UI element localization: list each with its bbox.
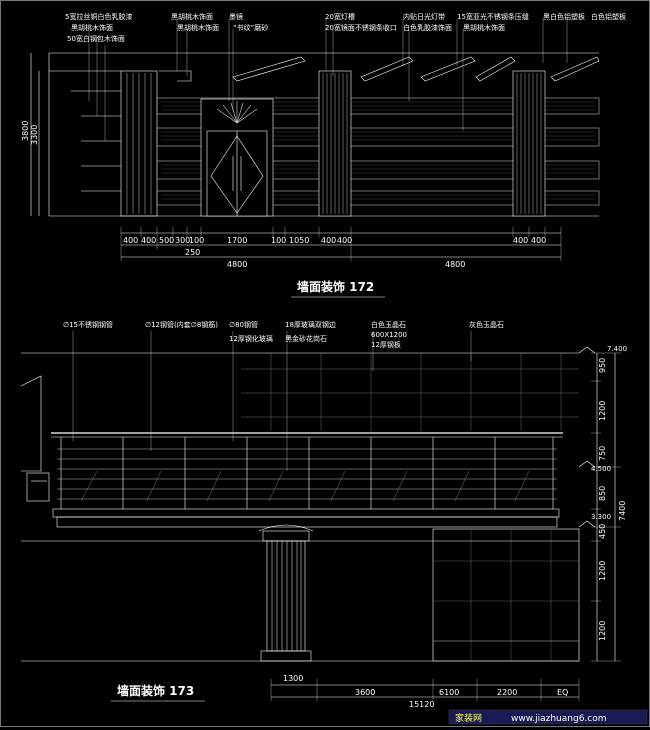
dim-173-b3: 6100 [439, 688, 459, 697]
dim-173-b4: 2200 [497, 688, 517, 697]
dim-172-o1: 250 [185, 248, 200, 257]
note-173-3: ∅80钢管 [229, 320, 258, 329]
dim-173-r2: 1200 [598, 401, 607, 421]
dim-173-total-b: 15120 [409, 700, 434, 709]
dim-172-b6: 1700 [227, 236, 247, 245]
note-172-7: “书纹”磨砂 [233, 23, 268, 32]
dim-173-r7: 1200 [598, 621, 607, 641]
note-173-2: ∅12钢管(内套∅8钢筋) [145, 320, 218, 329]
note-173-4: 12厚钢化玻璃 [229, 334, 273, 343]
note-172-8: 20宽灯槽 [325, 12, 355, 21]
dim-172-b7: 100 [271, 236, 286, 245]
note-172-13: 黑胡桃木饰面 [463, 23, 505, 32]
note-173-7: 白色玉晶石 [371, 320, 406, 329]
elevation-172 [30, 19, 600, 261]
dim-172-o2: 4800 [227, 260, 247, 269]
dim-173-b1: 1300 [283, 674, 303, 683]
elevation-173 [20, 331, 621, 701]
dim-173-r5: 450 [598, 524, 607, 539]
watermark-url: www.jiazhuang6.com [511, 714, 607, 724]
dim-173-total: 7400 [618, 501, 627, 521]
dim-173-b5: EQ [557, 688, 568, 697]
note-172-9: 20宽镜面不锈钢条收口 [325, 23, 397, 32]
dim-172-b5: 100 [189, 236, 204, 245]
dim-172-o3: 4800 [445, 260, 465, 269]
level-3: 3.300 [591, 513, 611, 521]
dim-172-b11: 400 [513, 236, 528, 245]
note-172-5: 黑胡桃木饰面 [177, 23, 219, 32]
dim-172-b3: 500 [159, 236, 174, 245]
note-173-9: 12厚钢板 [371, 340, 401, 349]
note-172-11: 白色乳胶漆饰面 [403, 23, 452, 32]
level-1: 7.400 [607, 345, 627, 353]
elevation-172-dims: 3800 3300 400 400 500 300 100 1700 100 1… [21, 121, 546, 298]
dim-173-r6: 1200 [598, 561, 607, 581]
note-172-15: 白色铝塑板 [591, 12, 626, 21]
note-173-8: 600X1200 [371, 331, 407, 339]
note-172-4: 黑胡桃木饰面 [171, 12, 213, 21]
dim-173-r1: 950 [598, 358, 607, 373]
dim-172-b4: 300 [175, 236, 190, 245]
note-172-12: 15宽亚光不锈钢条压缝 [457, 12, 529, 21]
dim-172-b12: 400 [531, 236, 546, 245]
elevation-172-notes: 5宽拉丝铜白色乳胶漆 黑胡桃木饰面 50宽白钢包木饰面 黑胡桃木饰面 黑胡桃木饰… [65, 12, 626, 43]
dim-172-b1: 400 [123, 236, 138, 245]
title-172: 墙面装饰 172 [297, 279, 374, 294]
dim-172-b10: 400 [337, 236, 352, 245]
note-172-3: 50宽白钢包木饰面 [67, 34, 125, 43]
title-173: 墙面装饰 173 [117, 683, 194, 698]
note-173-5: 18厚玻璃双钢边 [285, 320, 336, 329]
elevation-173-notes: ∅15不锈钢钢管 ∅12钢管(内套∅8钢筋) ∅80钢管 12厚钢化玻璃 18厚… [63, 320, 504, 349]
dim-173-r4: 850 [598, 486, 607, 501]
watermark: 家装网 www.jiazhuang6.com [448, 709, 648, 725]
watermark-site: 家装网 [455, 712, 482, 724]
level-2: 4.500 [591, 465, 611, 473]
dim-172-b2: 400 [141, 236, 156, 245]
note-173-1: ∅15不锈钢钢管 [63, 320, 113, 329]
dim-173-r3: 750 [598, 446, 607, 461]
note-173-10: 灰色玉晶石 [469, 320, 504, 329]
note-172-14: 黑白色铝塑板 [543, 12, 585, 21]
note-173-6: 黑金砂花岗石 [285, 334, 327, 343]
note-172-6: 墨镜 [229, 12, 243, 21]
elevation-173-dims: 7.400 4.500 3.300 950 1200 750 850 450 1… [111, 345, 627, 709]
note-172-10: 内贴日光灯带 [403, 12, 445, 21]
dim-172-b8: 1050 [289, 236, 309, 245]
note-172-1: 5宽拉丝铜白色乳胶漆 [65, 12, 132, 21]
dim-173-b2: 3600 [355, 688, 375, 697]
dim-172-b9: 400 [321, 236, 336, 245]
note-172-2: 黑胡桃木饰面 [71, 23, 113, 32]
dim-172-left-1: 3800 [21, 121, 30, 141]
dim-172-left-2: 3300 [30, 125, 39, 145]
